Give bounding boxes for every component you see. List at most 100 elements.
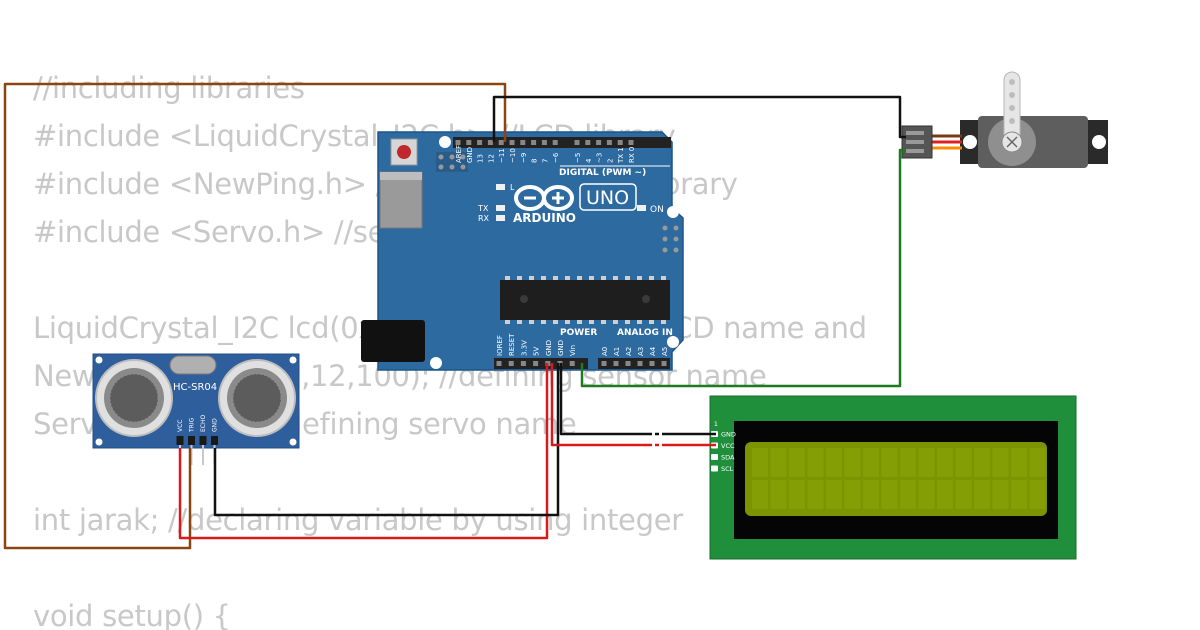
wire-lcd-vcc[interactable] — [550, 363, 716, 447]
power-pin-socket[interactable] — [533, 361, 539, 366]
sensor-pin-label: TRIG — [189, 417, 196, 433]
lcd-cell — [918, 480, 935, 509]
chip-leg — [589, 320, 594, 324]
digital-pin-socket[interactable] — [477, 140, 483, 145]
chip-leg — [577, 320, 582, 324]
analog-pin-socket[interactable] — [601, 361, 607, 366]
digital-pin-socket[interactable] — [617, 140, 623, 145]
analog-header[interactable] — [598, 358, 670, 369]
lcd-cell — [900, 448, 916, 477]
digital-pin-socket[interactable] — [520, 140, 526, 145]
power-pin-socket[interactable] — [496, 361, 502, 366]
analog-pin-socket[interactable] — [625, 361, 631, 366]
lcd-cell — [992, 480, 1009, 509]
lcd-character-cells — [752, 448, 1046, 509]
lcd-cell — [770, 448, 787, 477]
lcd-cell — [844, 480, 861, 509]
rx-led — [496, 215, 505, 221]
chip-leg — [661, 276, 666, 280]
digital-pin-label: 2 — [606, 159, 614, 163]
digital-pin-socket[interactable] — [585, 140, 591, 145]
chip-leg — [565, 320, 570, 324]
sensor-pin-label: ECHO — [200, 415, 207, 432]
lcd-pin-label: SDA — [721, 454, 735, 462]
digital-pin-socket[interactable] — [596, 140, 602, 145]
sensor-pin-leg — [190, 445, 193, 465]
wire-lcd-gnd[interactable] — [559, 363, 716, 436]
wire-trig[interactable] — [3, 82, 507, 550]
power-header[interactable] — [494, 358, 588, 369]
digital-pin-socket[interactable] — [531, 140, 537, 145]
chip-leg — [637, 320, 642, 324]
chip-leg — [613, 320, 618, 324]
digital-pin-socket[interactable] — [455, 140, 461, 145]
digital-pin-socket[interactable] — [487, 140, 493, 145]
digital-pin-socket[interactable] — [552, 140, 558, 145]
sensor-pin[interactable] — [199, 436, 207, 445]
power-pin-socket[interactable] — [520, 361, 526, 366]
on-led — [637, 205, 646, 211]
sensor-pin-leg — [202, 445, 204, 465]
analog-pin-label: A0 — [601, 347, 609, 356]
digital-pin-label: ~10 — [509, 148, 517, 163]
lcd-cell — [992, 448, 1009, 477]
analog-in-label: ANALOG IN — [617, 328, 673, 338]
chip-leg — [505, 320, 510, 324]
lcd-cell — [881, 448, 898, 477]
analog-pin-label: A1 — [613, 347, 621, 356]
digital-pin-socket[interactable] — [498, 140, 504, 145]
sensor-pin[interactable] — [211, 436, 218, 445]
on-led-label: ON — [650, 205, 664, 215]
mounting-hole — [667, 336, 679, 348]
lcd-pin[interactable] — [711, 465, 718, 472]
wire-servo-gnd[interactable] — [492, 95, 906, 142]
power-pin-label: IOREF — [496, 335, 504, 356]
lcd-pin[interactable] — [711, 454, 718, 460]
analog-pin-socket[interactable] — [637, 361, 643, 366]
code-line: //including libraries — [33, 71, 305, 105]
lcd-pin-label: GND — [721, 431, 736, 439]
code-line: void setup() { — [33, 599, 231, 630]
digital-pin-socket[interactable] — [541, 140, 547, 145]
digital-pin-label: 8 — [531, 159, 539, 163]
chip-leg — [529, 320, 534, 324]
chip-leg — [553, 276, 558, 280]
sensor-pin[interactable] — [188, 436, 195, 445]
sensor-pin[interactable] — [176, 436, 184, 445]
digital-pin-socket[interactable] — [509, 140, 515, 145]
lcd-cell — [770, 480, 787, 509]
chip-leg — [577, 276, 582, 280]
power-pin-label: Vin — [569, 345, 577, 356]
wire-sensor-vcc[interactable] — [178, 363, 549, 540]
digital-header[interactable] — [453, 137, 671, 148]
lcd-cell — [937, 480, 953, 509]
rx-led-label: RX — [478, 214, 490, 223]
digital-pin-label: 7 — [541, 159, 549, 163]
sensor-pin-label: GND — [212, 418, 219, 432]
wire-servo-signal[interactable] — [580, 148, 906, 388]
servo-motor[interactable] — [901, 71, 1108, 168]
analog-pin-socket[interactable] — [661, 361, 667, 366]
power-pin-socket[interactable] — [508, 361, 514, 366]
lcd-cell — [789, 448, 805, 477]
analog-pin-socket[interactable] — [613, 361, 619, 366]
lcd-cell — [1029, 448, 1046, 477]
power-pin-socket[interactable] — [569, 361, 575, 366]
analog-pin-socket[interactable] — [649, 361, 655, 366]
wire-sensor-gnd[interactable] — [213, 363, 560, 517]
lcd-cell — [1011, 480, 1027, 509]
power-pin-label: RESET — [508, 333, 516, 356]
digital-pin-label: 12 — [487, 154, 495, 163]
digital-pin-socket[interactable] — [466, 140, 472, 145]
digital-pin-socket[interactable] — [628, 140, 634, 145]
usb-connector — [379, 171, 423, 229]
digital-pin-socket[interactable] — [574, 140, 580, 145]
mounting-hole — [289, 356, 297, 364]
lcd-cell — [807, 480, 824, 509]
digital-pin-socket[interactable] — [606, 140, 612, 145]
